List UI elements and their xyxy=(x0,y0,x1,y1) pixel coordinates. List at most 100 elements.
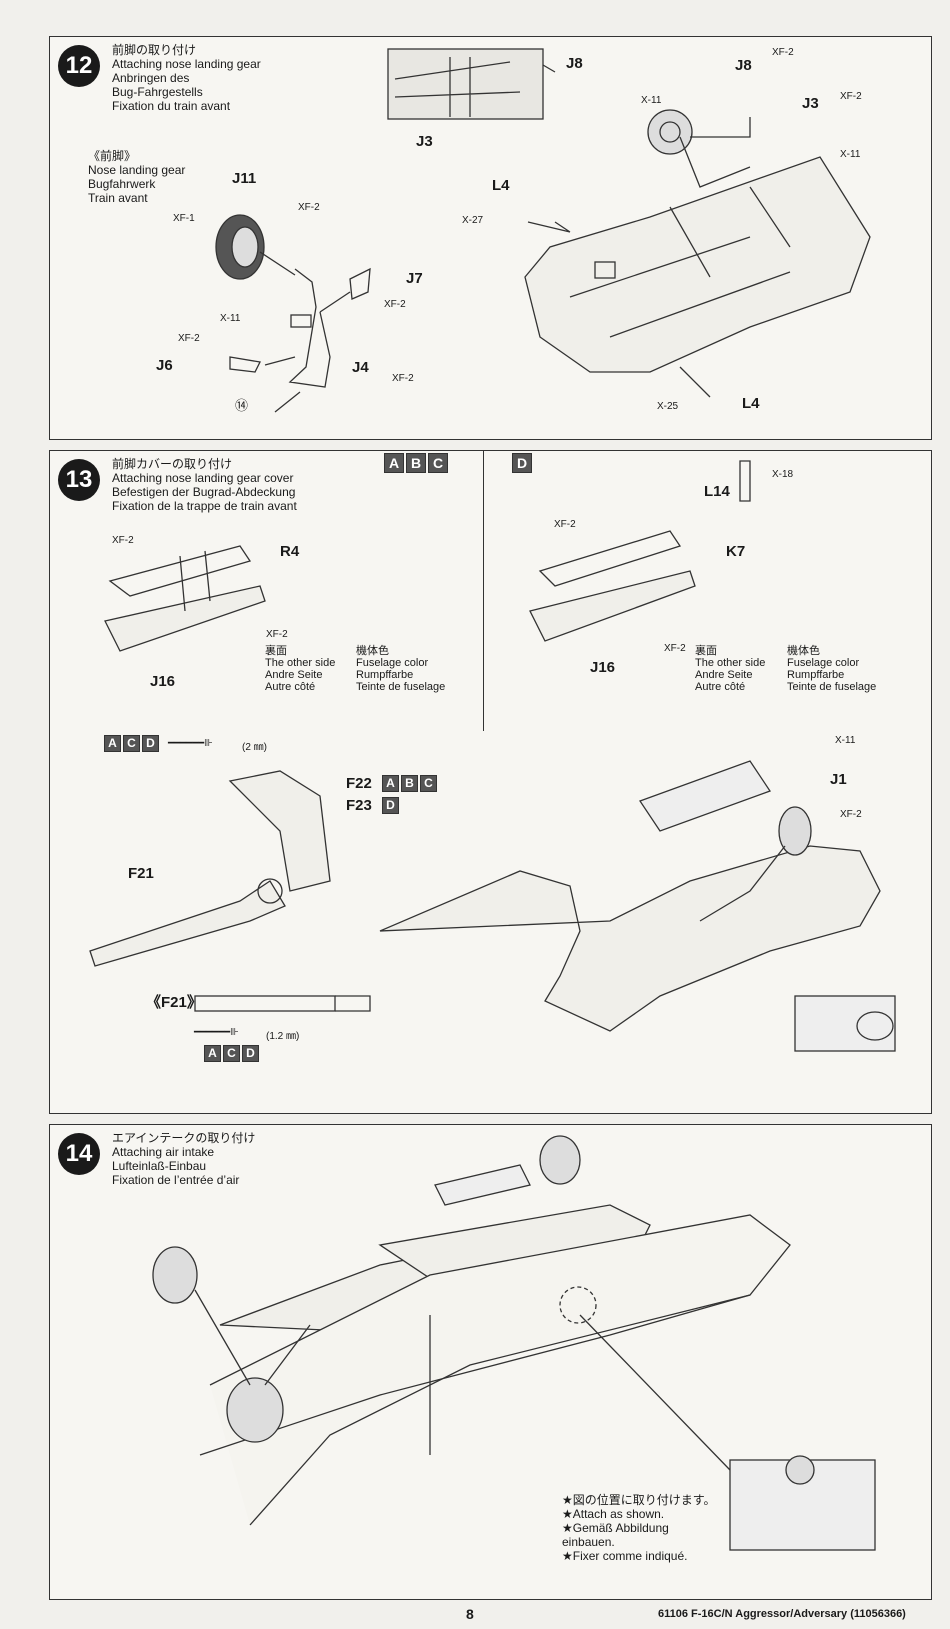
part-j7: J7 xyxy=(406,270,423,287)
variant-boxes-abc: A B C xyxy=(384,453,450,473)
sub-title-de: Bugfahrwerk xyxy=(88,177,156,191)
title-fr: Fixation du train avant xyxy=(112,99,231,113)
drill-icon: ━━━━━━⊪ xyxy=(168,738,213,749)
part-r4: R4 xyxy=(280,543,300,560)
paint-x27: X-27 xyxy=(462,215,484,226)
variant-d: D xyxy=(512,453,532,473)
variant-c: C xyxy=(428,453,448,473)
paint-xf2: XF-2 xyxy=(664,643,686,654)
part-j16: J16 xyxy=(590,659,616,676)
paint-xf2: XF-2 xyxy=(554,519,576,530)
title-en: Attaching nose landing gear cover xyxy=(112,471,294,485)
paint-x18: X-18 xyxy=(772,469,794,480)
sub-title: 《前脚》 Nose landing gear Bugfahrwerk Train… xyxy=(88,149,185,205)
paint-x11: X-11 xyxy=(220,313,241,324)
step-reference: ⑭ xyxy=(235,398,249,413)
step-title: エアインテークの取り付け Attaching air intake Luftei… xyxy=(112,1131,255,1187)
step-number: 14 xyxy=(58,1133,100,1175)
step-12-illustration xyxy=(215,48,871,413)
title-de: Befestigen der Bugrad-Abdeckung xyxy=(112,485,296,499)
variant-c: C xyxy=(123,735,140,752)
other-side-en: The other side xyxy=(265,657,336,669)
paint-xf1: XF-1 xyxy=(173,213,195,224)
other-side-fr: Autre côté xyxy=(265,681,316,693)
variant-a: A xyxy=(104,735,121,752)
part-j6: J6 xyxy=(156,357,173,374)
drill-variant-boxes: A C D xyxy=(204,1045,261,1062)
paint-xf2: XF-2 xyxy=(384,299,406,310)
fuselage-color-label-d: 機体色 Fuselage color Rumpffarbe Teinte de … xyxy=(787,645,876,693)
step-title: 前脚の取り付け Attaching nose landing gear Anbr… xyxy=(112,43,261,113)
other-side-fr: Autre côté xyxy=(695,681,746,693)
page-number: 8 xyxy=(466,1606,474,1622)
title-de-2: Bug-Fahrgestells xyxy=(112,85,203,99)
part-j8-right: J8 xyxy=(735,57,752,74)
title-ja: 前脚カバーの取り付け xyxy=(112,457,233,471)
drill-variant-boxes: A C D xyxy=(104,735,161,752)
part-l4-top: L4 xyxy=(492,177,510,194)
paint-x25: X-25 xyxy=(657,401,679,412)
part-j8: J8 xyxy=(566,55,583,72)
fuselage-color-en: Fuselage color xyxy=(787,657,860,669)
title-de: Lufteinlaß-Einbau xyxy=(112,1159,207,1173)
fuselage-color-de: Rumpffarbe xyxy=(356,669,414,681)
step-13-panel: 13 前脚カバーの取り付け Attaching nose landing gea… xyxy=(49,450,932,1114)
paint-xf2: XF-2 xyxy=(840,809,862,820)
other-side-label-d: 裏面 The other side Andre Seite Autre côté xyxy=(695,645,765,693)
title-en: Attaching nose landing gear xyxy=(112,57,261,71)
note-fr: ★Fixer comme indiqué. xyxy=(562,1549,688,1563)
paint-xf2: XF-2 xyxy=(266,629,288,640)
variant-boxes-d: D xyxy=(512,453,534,473)
paint-xf2: XF-2 xyxy=(772,47,794,58)
title-de-1: Anbringen des xyxy=(112,71,190,85)
step-number: 13 xyxy=(58,459,100,501)
f23-variant-boxes: D xyxy=(382,797,401,814)
step-number: 12 xyxy=(58,45,100,87)
sub-title-fr: Train avant xyxy=(88,191,148,205)
step-title: 前脚カバーの取り付け Attaching nose landing gear c… xyxy=(112,457,297,513)
fuselage-color-fr: Teinte de fuselage xyxy=(356,681,446,693)
paint-xf2: XF-2 xyxy=(840,91,862,102)
drill-icon: ━━━━━━⊪ xyxy=(194,1027,239,1038)
note-en: ★Attach as shown. xyxy=(562,1507,665,1521)
title-ja: エアインテークの取り付け xyxy=(112,1131,256,1145)
other-side-de: Andre Seite xyxy=(265,669,323,681)
variant-a: A xyxy=(204,1045,221,1062)
other-side-label: 裏面 The other side Andre Seite Autre côté xyxy=(265,645,335,693)
variant-d: D xyxy=(382,797,399,814)
part-f22: F22 xyxy=(346,775,372,792)
fuselage-color-ja: 機体色 xyxy=(787,645,820,657)
sub-title-ja: 《前脚》 xyxy=(88,149,137,163)
fuselage-color-en: Fuselage color xyxy=(356,657,429,669)
part-j1: J1 xyxy=(830,771,847,788)
attach-note: ★図の位置に取り付けます。 ★Attach as shown. ★Gemäß A… xyxy=(562,1493,716,1563)
note-de-2: einbauen. xyxy=(562,1535,615,1549)
title-fr: Fixation de l’entrée d’air xyxy=(112,1173,240,1187)
other-side-ja: 裏面 xyxy=(695,645,717,657)
paint-xf2: XF-2 xyxy=(112,535,134,546)
paint-xf2: XF-2 xyxy=(178,333,200,344)
step-14-panel: 14 エアインテークの取り付け Attaching air intake Luf… xyxy=(49,1124,932,1600)
part-f23: F23 xyxy=(346,797,372,814)
title-fr: Fixation de la trappe de train avant xyxy=(112,499,297,513)
note-de-1: ★Gemäß Abbildung xyxy=(562,1521,669,1535)
variant-c: C xyxy=(223,1045,240,1062)
variant-b: B xyxy=(401,775,418,792)
fuselage-color-ja: 機体色 xyxy=(356,645,389,657)
sub-title-en: Nose landing gear xyxy=(88,163,186,177)
variant-a: A xyxy=(382,775,399,792)
other-side-en: The other side xyxy=(695,657,766,669)
variant-a: A xyxy=(384,453,404,473)
step-13-illustration xyxy=(89,460,896,1052)
f22-variant-boxes: A B C xyxy=(382,775,439,792)
paint-xf2: XF-2 xyxy=(298,202,320,213)
drill-size: (2 ㎜) xyxy=(242,742,267,753)
part-k7: K7 xyxy=(726,543,746,560)
step-14-illustration xyxy=(152,1135,876,1551)
title-en: Attaching air intake xyxy=(112,1145,215,1159)
part-j4: J4 xyxy=(352,359,369,376)
step-12-panel: 12 前脚の取り付け Attaching nose landing gear A… xyxy=(49,36,932,440)
fuselage-color-fr: Teinte de fuselage xyxy=(787,681,877,693)
title-ja: 前脚の取り付け xyxy=(112,43,197,57)
part-f21-detail: 《F21》 xyxy=(146,994,202,1011)
